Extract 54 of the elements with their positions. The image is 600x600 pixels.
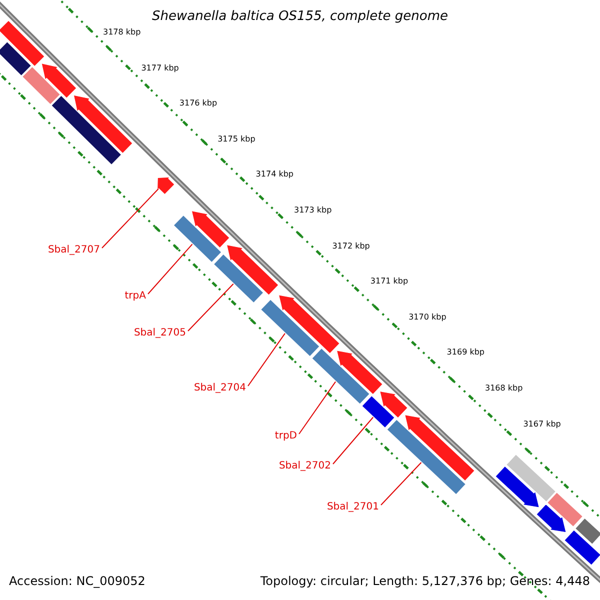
gene-feature (41, 62, 77, 99)
gene-feature (278, 294, 340, 354)
gene-feature (0, 20, 45, 67)
gene-feature (0, 41, 32, 76)
gene-feature (564, 530, 600, 566)
gene-feature (50, 95, 122, 166)
scale-label: 3170 kbp (408, 313, 446, 322)
leader-line (188, 283, 234, 332)
map-title: Shewanella baltica OS155, complete genome (152, 10, 448, 24)
scale-label: 3169 kbp (446, 349, 484, 358)
leader-line (298, 381, 336, 434)
gene-feature (156, 176, 175, 195)
gene-label: Sbal_2705 (134, 328, 186, 338)
gene-feature (574, 518, 600, 545)
scale-label: 3173 kbp (294, 206, 332, 216)
gene-label: Sbal_2707 (48, 244, 100, 256)
gene-feature (336, 350, 384, 395)
gene-feature (73, 94, 133, 154)
gene-feature (191, 210, 230, 248)
scale-label: 3172 kbp (332, 242, 370, 251)
leader-line (332, 416, 374, 464)
gene-feature (361, 395, 396, 428)
gene-feature (404, 414, 476, 482)
gene-feature (386, 419, 466, 495)
scale-label: 3177 kbp (141, 64, 179, 73)
genome-summary-text: Topology: circular; Length: 5,127,376 bp; Genes: 4,448 (260, 575, 590, 588)
scale-label: 3168 kbp (485, 384, 523, 394)
gene-feature (536, 504, 566, 533)
scale-label: 3167 kbp (523, 420, 561, 429)
gene-feature (379, 390, 408, 418)
scale-label: 3175 kbp (218, 135, 256, 144)
gene-feature (546, 492, 584, 528)
leader-line (248, 332, 286, 386)
gene-label: trpD (274, 430, 297, 442)
gene-label: Sbal_2701 (326, 502, 379, 512)
gene-feature (226, 244, 279, 296)
scale-label: 3174 kbp (256, 171, 294, 180)
gene-label: trpA (124, 290, 146, 302)
gene-feature (311, 348, 370, 405)
gene-label: Sbal_2702 (278, 460, 331, 472)
gene-feature (22, 66, 61, 105)
accession-text: Accession: NC_009052 (9, 575, 146, 588)
leader-line (380, 462, 422, 506)
leader-line (102, 188, 159, 248)
gene-feature (213, 254, 264, 304)
gene-label: Sbal_2704 (194, 382, 246, 394)
gene-feature (173, 214, 222, 263)
gene-feature (260, 299, 320, 357)
gene-feature (494, 466, 540, 508)
scale-label: 3176 kbp (179, 100, 218, 109)
scale-label: 3178 kbp (103, 28, 141, 38)
leader-line (148, 244, 193, 294)
gene-feature (506, 454, 556, 502)
scale-label: 3171 kbp (370, 278, 408, 287)
